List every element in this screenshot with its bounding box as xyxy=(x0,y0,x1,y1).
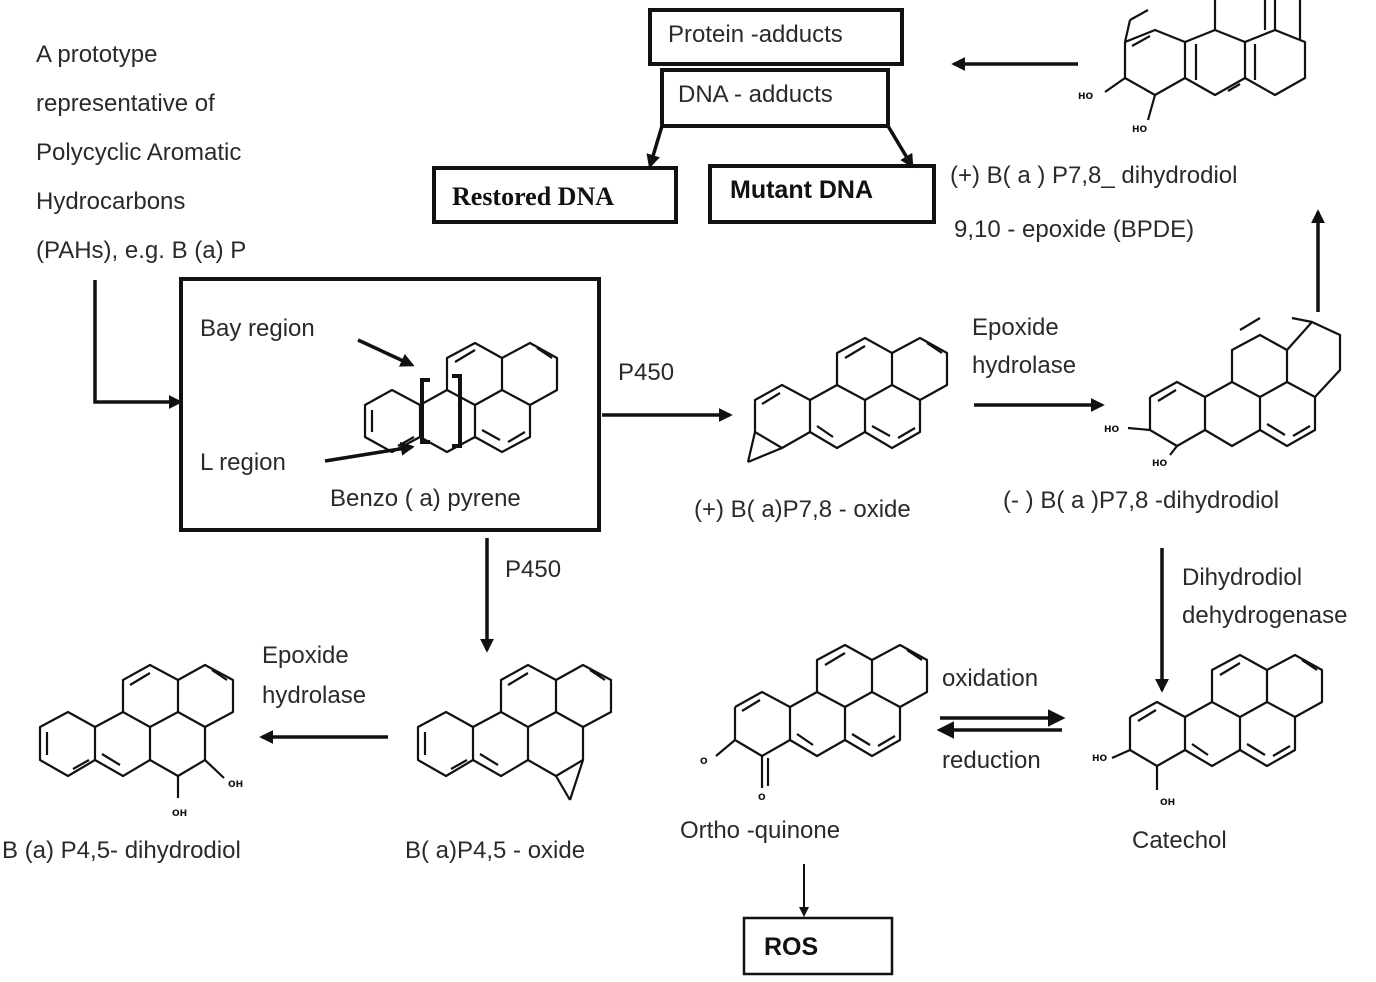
oxide78-structure xyxy=(746,336,949,464)
dihydrodiol45-name: B (a) P4,5- dihydrodiol xyxy=(2,837,241,864)
dihydrodiol45-oh-label-1: OH xyxy=(172,809,187,819)
bay-region-label: Bay region xyxy=(200,315,315,342)
intro-line-4: Hydrocarbons xyxy=(36,188,185,215)
epoxide-hydrolase-bottom-1: Epoxide xyxy=(262,642,349,669)
dihydrodiol45-structure: OH OH xyxy=(38,663,243,819)
bpde-structure: HO HO xyxy=(1078,0,1307,135)
quinone-o-label-2: O xyxy=(758,793,766,803)
catechol-ho-label: HO xyxy=(1092,754,1108,764)
bap-structure xyxy=(363,341,559,454)
mutant-dna-label: Mutant DNA xyxy=(730,176,873,204)
dihydrodiol78-name: (- ) B( a )P7,8 -dihydrodiol xyxy=(1003,487,1279,514)
quinone-name: Ortho -quinone xyxy=(680,817,840,844)
dihydrodiol78-ho-label: HO xyxy=(1104,425,1120,435)
reduction-label: reduction xyxy=(942,747,1041,774)
dihydrodiol78-structure: HO HO xyxy=(1104,316,1342,469)
dna-adducts-box xyxy=(660,68,890,128)
intro-line-5: (PAHs), e.g. B (a) P xyxy=(36,237,246,264)
catechol-name: Catechol xyxy=(1132,827,1227,854)
dihydrodiol-dh-2: dehydrogenase xyxy=(1182,602,1347,629)
bpde-name-line-2: 9,10 - epoxide (BPDE) xyxy=(954,216,1194,243)
epoxide-hydrolase-bottom-2: hydrolase xyxy=(262,682,366,709)
quinone-structure: O O xyxy=(700,643,929,803)
oxide45-name: B( a)P4,5 - oxide xyxy=(405,837,585,864)
ros-box xyxy=(742,916,894,976)
intro-line-1: A prototype xyxy=(36,41,157,68)
bay-region-pointer xyxy=(357,338,415,367)
catechol-structure: HO OH xyxy=(1092,653,1324,808)
mutant-dna-box xyxy=(708,164,936,224)
bpde-name-line-1: (+) B( a ) P7,8_ dihydrodiol xyxy=(950,162,1237,189)
dihydrodiol45-oh-label-2: OH xyxy=(228,780,243,790)
oxidation-label: oxidation xyxy=(942,665,1038,692)
p450-right-label: P450 xyxy=(618,359,674,386)
dna-adducts-label: DNA - adducts xyxy=(678,81,833,108)
dna-to-restored-arrow xyxy=(646,125,664,169)
dna-to-mutant-arrow xyxy=(886,125,914,169)
bpde-ho-label-2: HO xyxy=(1132,125,1148,135)
oxide78-name: (+) B( a)P7,8 - oxide xyxy=(694,496,911,523)
protein-adducts-label: Protein -adducts xyxy=(668,21,843,48)
restored-dna-label: Restored DNA xyxy=(452,182,614,211)
protein-adducts-box xyxy=(648,8,904,66)
bap-name-label: Benzo ( a) pyrene xyxy=(330,485,521,512)
p450-down-label: P450 xyxy=(505,556,561,583)
epoxide-hydrolase-top-2: hydrolase xyxy=(972,352,1076,379)
dihydrodiol-dh-1: Dihydrodiol xyxy=(1182,564,1302,591)
epoxide-hydrolase-top-1: Epoxide xyxy=(972,314,1059,341)
bpde-ho-label: HO xyxy=(1078,92,1094,102)
intro-to-bap-arrow xyxy=(93,280,183,409)
dihydrodiol78-ho-label-2: HO xyxy=(1152,459,1168,469)
l-region-label: L region xyxy=(200,449,286,476)
intro-line-2: representative of xyxy=(36,90,215,117)
restored-dna-box xyxy=(432,166,678,224)
catechol-oh-label: OH xyxy=(1160,798,1175,808)
intro-line-3: Polycyclic Aromatic xyxy=(36,139,241,166)
intro-text: A prototype representative of Polycyclic… xyxy=(36,41,246,264)
ros-label: ROS xyxy=(764,933,818,961)
oxide45-structure xyxy=(416,663,613,801)
quinone-o-label-1: O xyxy=(700,757,708,767)
